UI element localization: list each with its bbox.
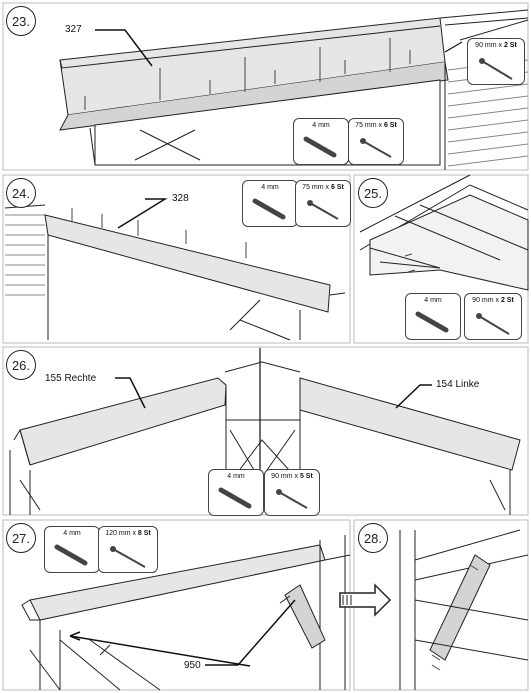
hardware-dowel-step-27: 4 mm: [44, 526, 100, 573]
part-label-154-linke: 154 Linke: [436, 379, 480, 390]
step-25-drawing: [359, 174, 529, 291]
step-24-drawing: [4, 204, 346, 341]
hardware-screw-step-26: 90 mm x 5 St: [264, 469, 320, 516]
hardware-screw-step-23: 75 mm x 6 St: [348, 118, 404, 165]
screw-icon: [276, 489, 308, 509]
part-label-155-rechte: 155 Rechte: [45, 373, 97, 384]
dowel-icon: [54, 544, 88, 566]
step-24-number: 24.: [6, 178, 36, 208]
hardware-screw-step-24: 75 mm x 6 St: [295, 180, 351, 227]
step-28-drawing: [339, 529, 529, 690]
screw-icon: [307, 200, 339, 220]
hardware-dowel-step-26: 4 mm: [208, 469, 264, 516]
hardware-dowel-step-24: 4 mm: [242, 180, 298, 227]
step-23-number: 23.: [6, 6, 36, 36]
screw-icon: [110, 546, 146, 568]
hardware-screw-step-27: 120 mm x 8 St: [98, 526, 158, 573]
dowel-icon: [252, 198, 286, 220]
step-26-drawing: [9, 348, 521, 515]
part-label-328: 328: [172, 193, 189, 204]
step-27-number: 27.: [6, 523, 36, 553]
step-26-number: 26.: [6, 350, 36, 380]
screw-icon: [479, 58, 513, 80]
hardware-dowel-step-23: 4 mm: [293, 118, 349, 165]
step-27-drawing: [21, 535, 351, 691]
hardware-dowel-step-25: 4 mm: [405, 293, 461, 340]
step-25-number: 25.: [358, 178, 388, 208]
part-label-327: 327: [65, 24, 82, 35]
hardware-screw-step-25: 90 mm x 2 St: [464, 293, 522, 340]
screw-icon: [476, 313, 510, 335]
step-23-drawing: [59, 9, 529, 170]
step-28-number: 28.: [358, 523, 388, 553]
screw-icon: [360, 138, 392, 158]
dowel-icon: [415, 311, 449, 333]
dowel-icon: [218, 487, 252, 509]
hardware-screw-step-23b: 90 mm x 2 St: [467, 38, 525, 85]
part-label-950: 950: [184, 660, 201, 671]
dowel-icon: [303, 136, 337, 158]
